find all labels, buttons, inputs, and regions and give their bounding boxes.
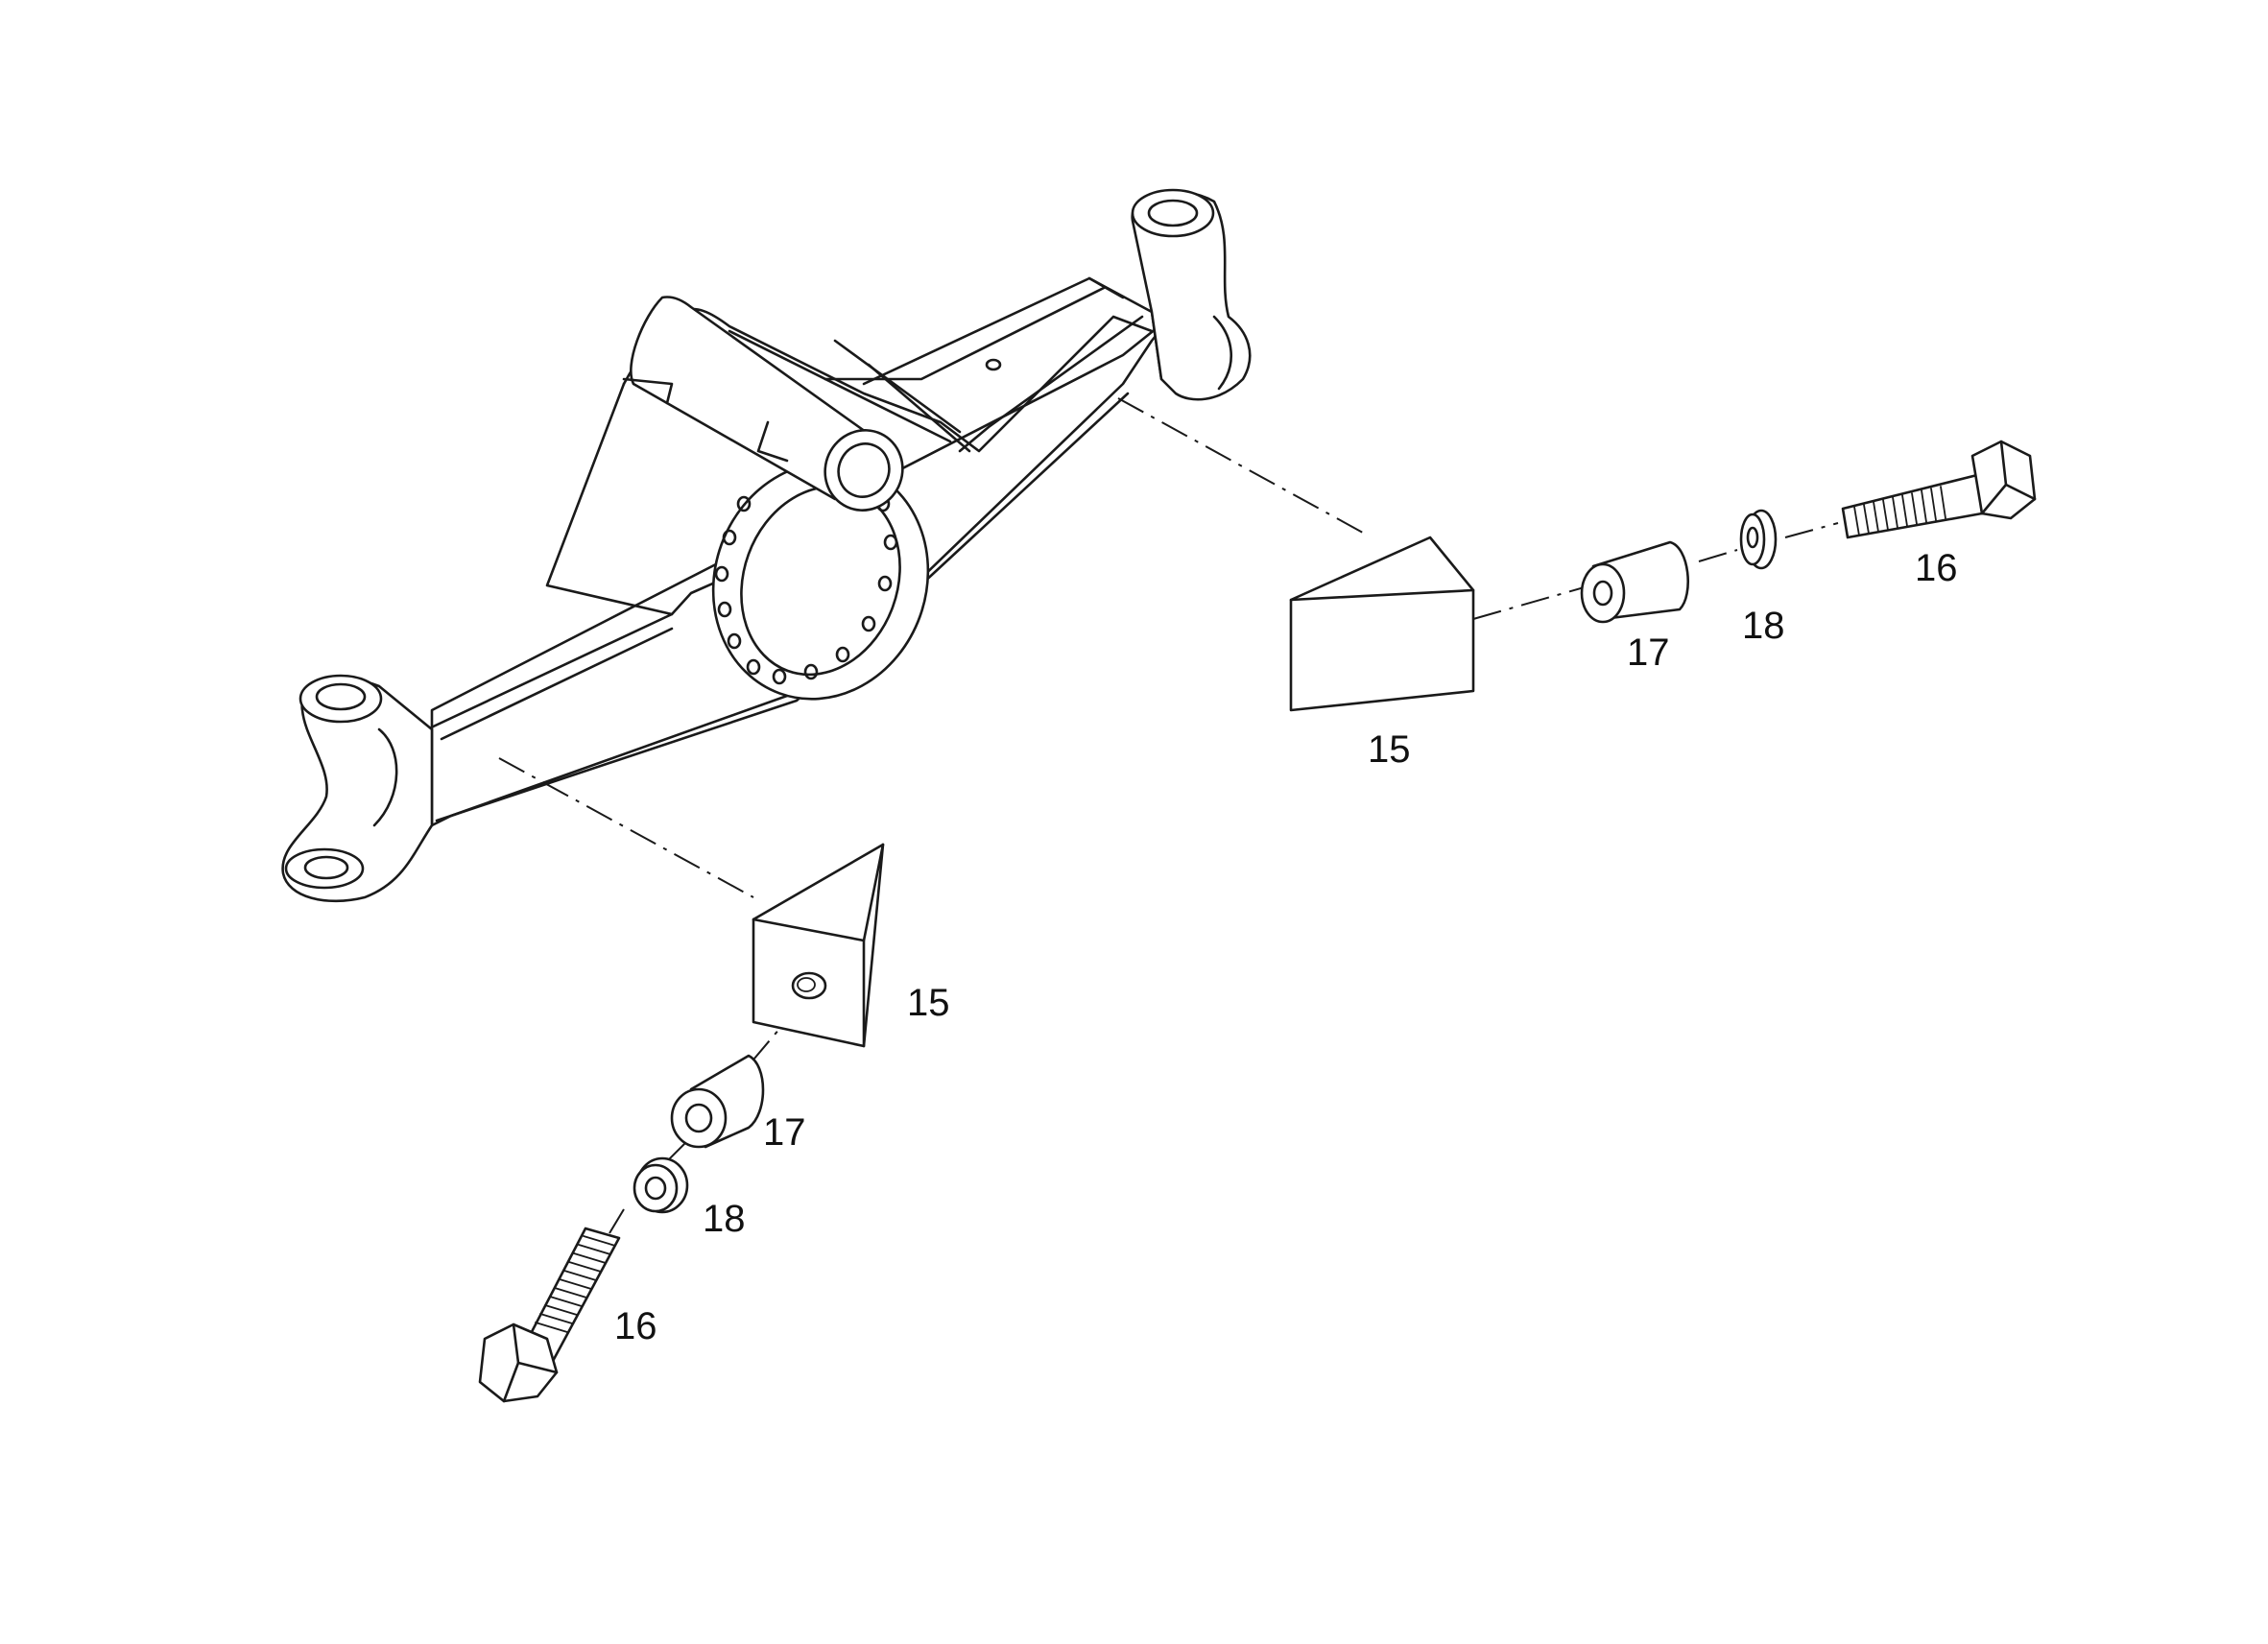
right-wedge (1289, 536, 1475, 712)
right-spring-seat (1131, 188, 1252, 401)
left-spring-seat (281, 674, 434, 903)
center-tube (622, 296, 904, 512)
callout-left-wedge: 15 (907, 982, 950, 1024)
callout-right-bolt: 16 (1915, 547, 1958, 589)
right-bushing (1580, 540, 1690, 624)
right-washer (1739, 509, 1778, 570)
callout-right-bushing: 17 (1627, 631, 1670, 674)
callout-left-washer: 18 (703, 1198, 746, 1240)
left-washer (633, 1156, 689, 1214)
left-bushing (670, 1054, 765, 1149)
left-bolt (478, 1227, 621, 1403)
differential-housing (711, 461, 930, 701)
callout-right-washer: 18 (1742, 605, 1785, 647)
callout-right-wedge: 15 (1368, 728, 1411, 771)
left-wedge (752, 843, 885, 1048)
right-bolt (1841, 440, 2037, 539)
callout-left-bushing: 17 (763, 1111, 806, 1154)
callout-left-bolt: 16 (614, 1305, 657, 1347)
